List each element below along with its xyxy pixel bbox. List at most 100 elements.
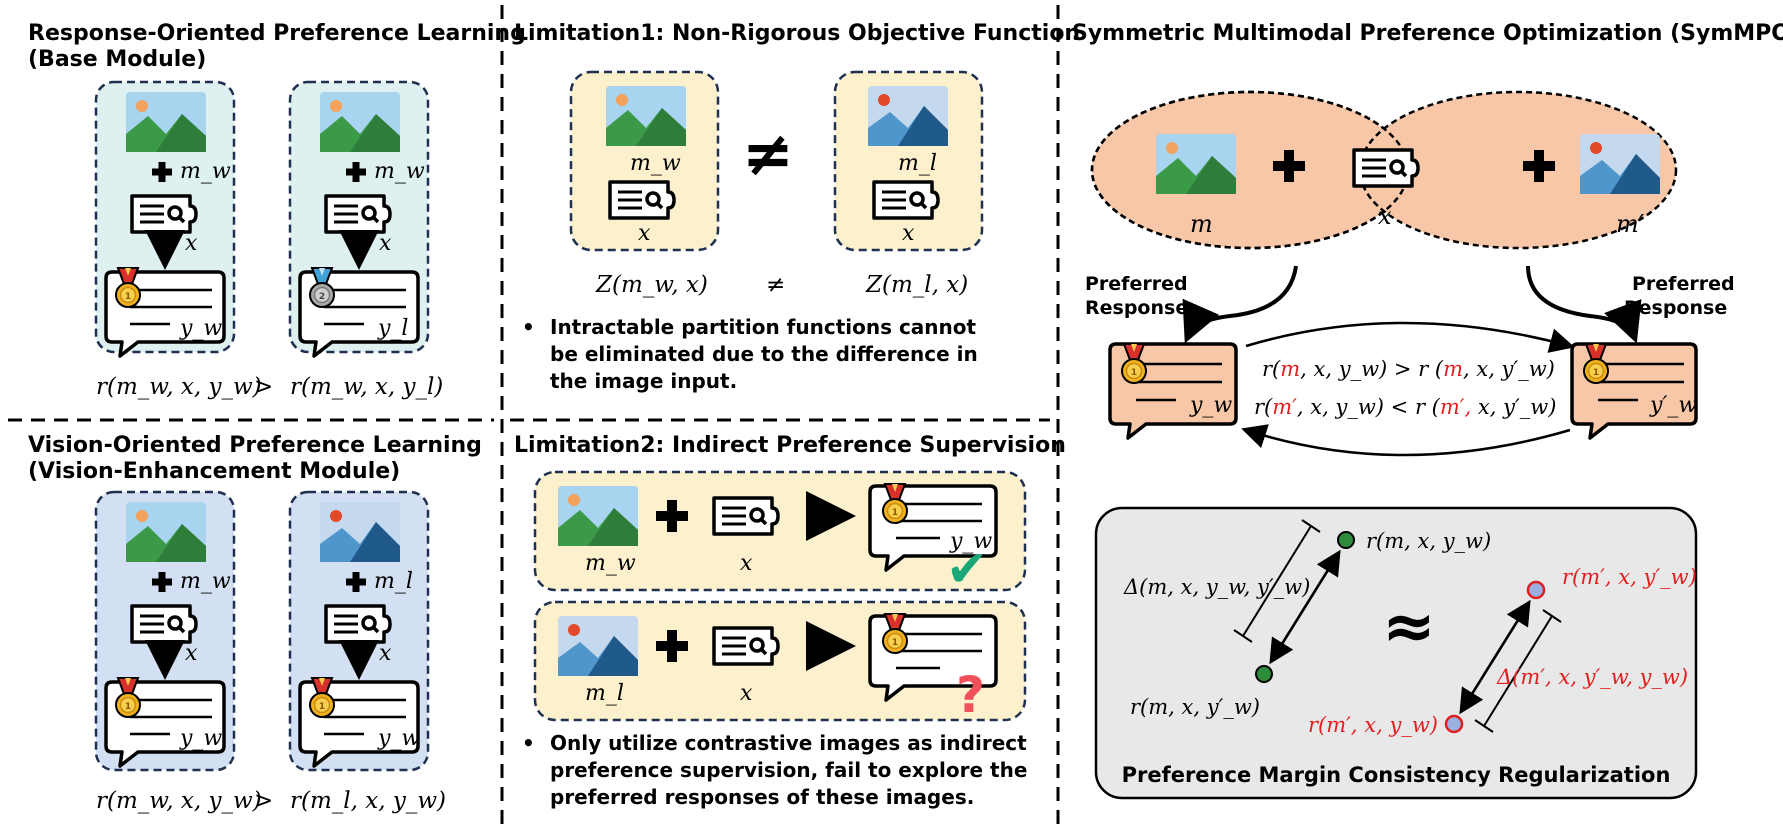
query-label: x xyxy=(185,231,198,256)
image-icon xyxy=(320,92,400,152)
response-label: y_w xyxy=(377,726,420,751)
inequality-1: r(m, x, y_w) > r (m, x, y′_w) xyxy=(1262,357,1555,381)
preferred-arrow-right xyxy=(1526,265,1642,344)
image-label: m_l xyxy=(585,681,624,706)
query-icon xyxy=(608,180,676,220)
image-label: m_l xyxy=(374,569,413,594)
gray-box xyxy=(1094,506,1698,800)
image-icon xyxy=(126,92,206,152)
query-label: x xyxy=(902,221,915,246)
bullet-line: Only utilize contrastive images as indir… xyxy=(550,731,1027,755)
preferred-left-2: Response xyxy=(1085,297,1188,319)
gold-medal-icon xyxy=(115,677,141,718)
compare-symbol: > xyxy=(254,788,273,814)
image-label: m_w xyxy=(630,151,681,176)
panel-e-title: Symmetric Multimodal Preference Optimiza… xyxy=(1072,21,1783,46)
query-icon xyxy=(1352,148,1420,188)
reward-right: r(m_w, x, y_l) xyxy=(290,374,443,400)
panel-b-title-2: (Vision-Enhancement Module) xyxy=(28,459,400,484)
resp-right-label: y′_w xyxy=(1649,393,1697,418)
query-label: x xyxy=(379,231,392,256)
panel-b-left-card: m_w x y_w xyxy=(94,490,236,772)
reward-right: r(m_l, x, y_w) xyxy=(290,788,446,814)
panel-a-right-card: m_w x y_l xyxy=(288,80,430,358)
image-icon xyxy=(1580,134,1660,194)
panel-b-right-card: m_l x y_w xyxy=(288,490,430,772)
bullet-line: Intractable partition functions cannot xyxy=(550,315,977,339)
delta-label: Δ(m′, x, y′_w, y_w) xyxy=(1496,665,1688,689)
query-icon xyxy=(324,194,392,234)
arrow-green-up xyxy=(1270,549,1341,661)
point-label: r(m′, x, y_w) xyxy=(1308,713,1438,737)
point-label: r(m, x, y′_w) xyxy=(1130,695,1260,719)
point-green-bottom xyxy=(1255,665,1273,683)
query-label: x xyxy=(740,551,753,576)
response-label: y_w xyxy=(179,726,222,751)
point-label: r(m′, x, y′_w) xyxy=(1562,565,1697,589)
panel-c-title: Limitation1: Non-Rigorous Objective Func… xyxy=(514,21,1080,46)
preferred-right-1: Preferred xyxy=(1632,273,1735,295)
response-right: y′_w xyxy=(1570,342,1698,440)
margin-line-left xyxy=(1242,525,1312,637)
image-icon xyxy=(320,502,400,562)
compare-symbol: > xyxy=(254,374,273,400)
image-label: m_w xyxy=(180,569,231,594)
panel-d-title: Limitation2: Indirect Preference Supervi… xyxy=(514,433,1066,458)
image-icon xyxy=(126,502,206,562)
bullet-line: preference supervision, fail to explore … xyxy=(550,758,1027,782)
panel-d-row2: m_l x ? xyxy=(533,600,1027,724)
mprime-label: m′ xyxy=(1616,210,1645,238)
delta-label: Δ(m, x, y_w, y′_w) xyxy=(1123,575,1310,599)
approx-symbol: ≈ xyxy=(1382,590,1436,664)
point-label: r(m, x, y_w) xyxy=(1366,529,1491,553)
query-icon xyxy=(872,180,940,220)
partition-right: Z(m_l, x) xyxy=(865,272,968,298)
silver-medal-icon xyxy=(309,267,335,308)
panel-a-title-2: (Base Module) xyxy=(28,47,206,72)
reward-left: r(m_w, x, y_w) xyxy=(96,374,262,400)
gold-medal-icon xyxy=(1583,343,1609,384)
image-icon xyxy=(868,86,948,146)
point-blue-top xyxy=(1526,580,1546,600)
bullet-line: preferred responses of these images. xyxy=(550,785,974,809)
image-icon xyxy=(558,486,638,546)
image-label: m_w xyxy=(180,159,231,184)
query-icon xyxy=(130,604,198,644)
image-label: m_w xyxy=(374,159,425,184)
not-equal-symbol: ≠ xyxy=(742,117,794,190)
query-icon xyxy=(712,626,780,666)
m-label: m xyxy=(1190,210,1213,238)
inequality-2: r(m′, x, y_w) < r (m′, x, y′_w) xyxy=(1254,395,1556,419)
panel-c-left-box: m_w x xyxy=(569,70,720,252)
response-left: y_w xyxy=(1108,342,1238,440)
response-label: y_w xyxy=(949,529,992,554)
panel-b-title-1: Vision-Oriented Preference Learning xyxy=(28,433,482,458)
gold-medal-icon xyxy=(882,483,908,524)
point-blue-bottom xyxy=(1444,714,1464,734)
resp-left-label: y_w xyxy=(1189,393,1232,418)
query-label: x xyxy=(740,681,753,706)
preferred-left-1: Preferred xyxy=(1085,273,1188,295)
bullet-icon: • xyxy=(522,731,535,755)
partition-left: Z(m_w, x) xyxy=(595,272,708,298)
question-mark-icon: ? xyxy=(956,666,985,724)
panel-vision-oriented: Vision-Oriented Preference Learning (Vis… xyxy=(28,433,482,814)
gold-medal-icon xyxy=(1121,343,1147,384)
preferred-arrow-left xyxy=(1182,265,1298,344)
image-label: m_l xyxy=(898,151,937,176)
arrow-blue-up xyxy=(1460,599,1531,711)
panel-f-title: Preference Margin Consistency Regulariza… xyxy=(1122,763,1671,787)
response-label: y_l xyxy=(377,316,408,341)
x-label: x xyxy=(1378,202,1392,230)
image-icon xyxy=(606,86,686,146)
bullet-line: be eliminated due to the difference in xyxy=(550,342,978,366)
query-icon xyxy=(712,496,780,536)
gold-medal-icon xyxy=(309,677,335,718)
margin-line-right xyxy=(1483,615,1553,727)
bullet-icon: • xyxy=(522,315,535,339)
query-label: x xyxy=(379,641,392,666)
point-green-top xyxy=(1337,531,1355,549)
image-icon xyxy=(1156,134,1236,194)
bottom-arc-arrow xyxy=(1241,424,1571,457)
query-label: x xyxy=(185,641,198,666)
